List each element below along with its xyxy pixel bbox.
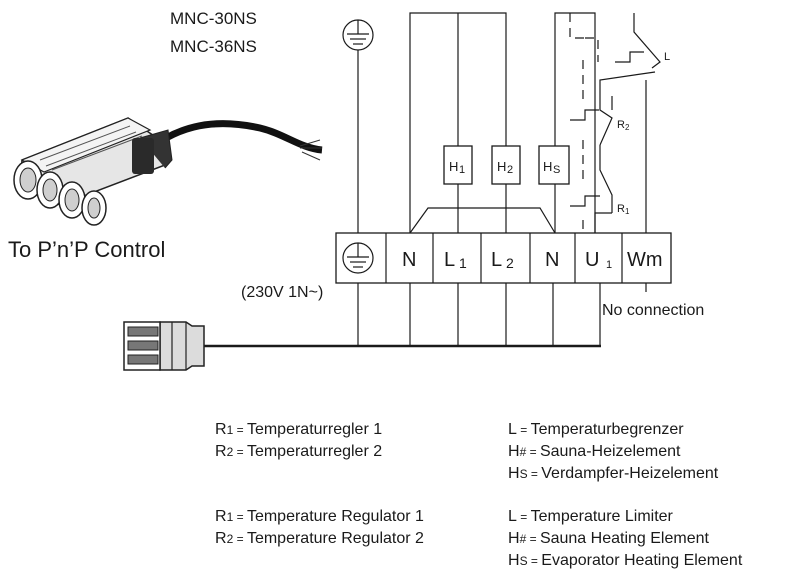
svg-text:U: U bbox=[585, 249, 599, 271]
legend-item: R2 = Temperaturregler 2 bbox=[215, 443, 382, 460]
svg-text:2: 2 bbox=[507, 164, 513, 176]
supply-wiring bbox=[202, 283, 647, 348]
svg-text:L = Temperaturbegrenzer: L = Temperaturbegrenzer bbox=[508, 421, 684, 438]
heater-wiring bbox=[409, 12, 612, 234]
svg-text:H: H bbox=[543, 159, 552, 174]
svg-text:R: R bbox=[617, 119, 625, 131]
svg-text:H: H bbox=[497, 159, 506, 174]
terminal-l2: L 2 bbox=[491, 249, 514, 271]
regulator-r2-label: R 2 bbox=[617, 119, 630, 132]
terminal-wm: Wm bbox=[627, 249, 663, 271]
svg-text:L: L bbox=[444, 249, 455, 271]
svg-text:L = Temperature Limiter: L = Temperature Limiter bbox=[508, 508, 674, 525]
terminal-n2: N bbox=[545, 249, 559, 271]
pnp-connector-icon bbox=[13, 117, 323, 226]
svg-text:H# = Sauna Heating Element: H# = Sauna Heating Element bbox=[508, 530, 709, 547]
svg-text:R2 = Temperature Regulator 2: R2 = Temperature Regulator 2 bbox=[215, 530, 424, 547]
svg-text:R1 = Temperaturregler 1: R1 = Temperaturregler 1 bbox=[215, 421, 382, 438]
legend-item: R1 = Temperature Regulator 1 bbox=[215, 508, 424, 525]
model-number-1: MNC-30NS bbox=[170, 9, 257, 28]
svg-text:R2 = Temperaturregler 2: R2 = Temperaturregler 2 bbox=[215, 443, 382, 460]
thermostat-switch-chain bbox=[569, 13, 661, 233]
svg-text:H# = Sauna-Heizelement: H# = Sauna-Heizelement bbox=[508, 443, 681, 460]
svg-text:1: 1 bbox=[625, 207, 630, 216]
terminal-n1: N bbox=[402, 249, 416, 271]
supply-label: (230V 1N~) bbox=[241, 284, 323, 301]
legend-item: R2 = Temperature Regulator 2 bbox=[215, 530, 424, 547]
terminal-l1: L 1 bbox=[444, 249, 467, 271]
svg-text:2: 2 bbox=[625, 123, 630, 132]
svg-text:2: 2 bbox=[506, 255, 514, 271]
svg-text:H: H bbox=[449, 159, 458, 174]
cable-plug-icon bbox=[123, 321, 205, 371]
svg-text:S: S bbox=[553, 164, 560, 176]
legend-german: R1 = Temperaturregler 1 R2 = Temperaturr… bbox=[215, 421, 719, 482]
heating-element-h1: H 1 bbox=[443, 145, 473, 185]
no-connection-label: No connection bbox=[602, 302, 704, 319]
svg-text:1: 1 bbox=[606, 259, 612, 271]
legend-item: HS = Verdampfer-Heizelement bbox=[508, 465, 719, 482]
earth-symbol-icon bbox=[342, 19, 374, 51]
regulator-r1-label: R 1 bbox=[617, 203, 630, 216]
heating-element-h2: H 2 bbox=[491, 145, 521, 185]
legend-item: H# = Sauna Heating Element bbox=[508, 530, 709, 547]
terminal-u1: U 1 bbox=[585, 249, 612, 271]
terminal-earth bbox=[342, 242, 374, 274]
svg-text:1: 1 bbox=[459, 255, 467, 271]
evaporator-element-hs: H S bbox=[538, 145, 570, 185]
svg-text:R: R bbox=[617, 203, 625, 215]
limiter-label: L bbox=[664, 51, 670, 63]
svg-text:1: 1 bbox=[459, 164, 465, 176]
control-label: To P’n’P Control bbox=[8, 237, 165, 262]
legend-item: R1 = Temperaturregler 1 bbox=[215, 421, 382, 438]
legend-item: L = Temperaturbegrenzer bbox=[508, 421, 684, 438]
legend-item: L = Temperature Limiter bbox=[508, 508, 674, 525]
svg-text:HS = Evaporator Heating Elemen: HS = Evaporator Heating Element bbox=[508, 552, 743, 569]
legend-english: R1 = Temperature Regulator 1 R2 = Temper… bbox=[215, 508, 743, 569]
svg-text:HS = Verdampfer-Heizelement: HS = Verdampfer-Heizelement bbox=[508, 465, 719, 482]
legend-item: HS = Evaporator Heating Element bbox=[508, 552, 743, 569]
model-number-2: MNC-36NS bbox=[170, 37, 257, 56]
svg-text:L: L bbox=[491, 249, 502, 271]
terminal-block bbox=[335, 232, 672, 284]
svg-text:R1 = Temperature Regulator 1: R1 = Temperature Regulator 1 bbox=[215, 508, 424, 525]
legend-item: H# = Sauna-Heizelement bbox=[508, 443, 681, 460]
